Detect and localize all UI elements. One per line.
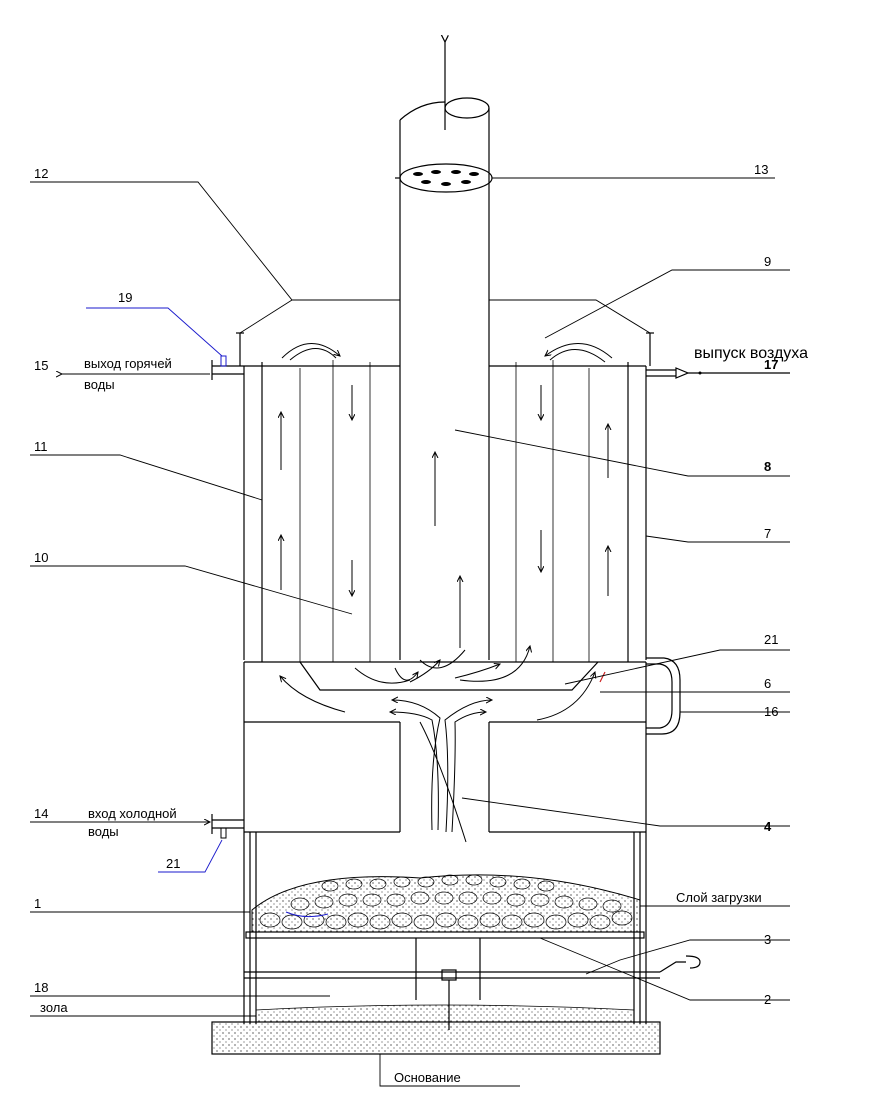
ash-label: зола (40, 1000, 68, 1015)
damper-plate (395, 164, 492, 192)
air-release-label: выпуск воздуха (694, 345, 808, 362)
water-flow-arrows (281, 343, 612, 648)
label-2: 2 (764, 992, 771, 1007)
fuel-layer (252, 875, 640, 932)
label-8: 8 (764, 459, 771, 474)
load-layer-label: Слой загрузки (676, 890, 762, 905)
cold-water-label-2: воды (88, 824, 119, 839)
label-7: 7 (764, 526, 771, 541)
label-14: 14 (34, 806, 48, 821)
hot-water-label-2: воды (84, 377, 115, 392)
riser-pipe (244, 700, 646, 842)
label-12: 12 (34, 166, 48, 181)
label-9: 9 (764, 254, 771, 269)
label-6: 6 (764, 676, 771, 691)
leader-lines (30, 178, 790, 1086)
cold-water-label-1: вход холодной (88, 806, 177, 821)
text-labels: выход горячей воды выпуск воздуха вход х… (40, 345, 808, 1085)
base-slab (212, 1022, 660, 1054)
label-1: 1 (34, 896, 41, 911)
chimney (400, 42, 489, 660)
boiler-shell (236, 333, 654, 690)
label-21-top: 21 (764, 632, 778, 647)
label-13: 13 (754, 162, 768, 177)
hot-water-label-1: выход горячей (84, 356, 172, 371)
label-3: 3 (764, 932, 771, 947)
base-label: Основание (394, 1070, 461, 1085)
label-18: 18 (34, 980, 48, 995)
label-19: 19 (118, 290, 132, 305)
label-11: 11 (34, 439, 48, 454)
label-16: 16 (764, 704, 778, 719)
label-21-bottom: 21 (166, 856, 180, 871)
label-10: 10 (34, 550, 48, 565)
ash-layer (256, 1005, 634, 1022)
label-15: 15 (34, 358, 48, 373)
label-4: 4 (764, 819, 772, 834)
